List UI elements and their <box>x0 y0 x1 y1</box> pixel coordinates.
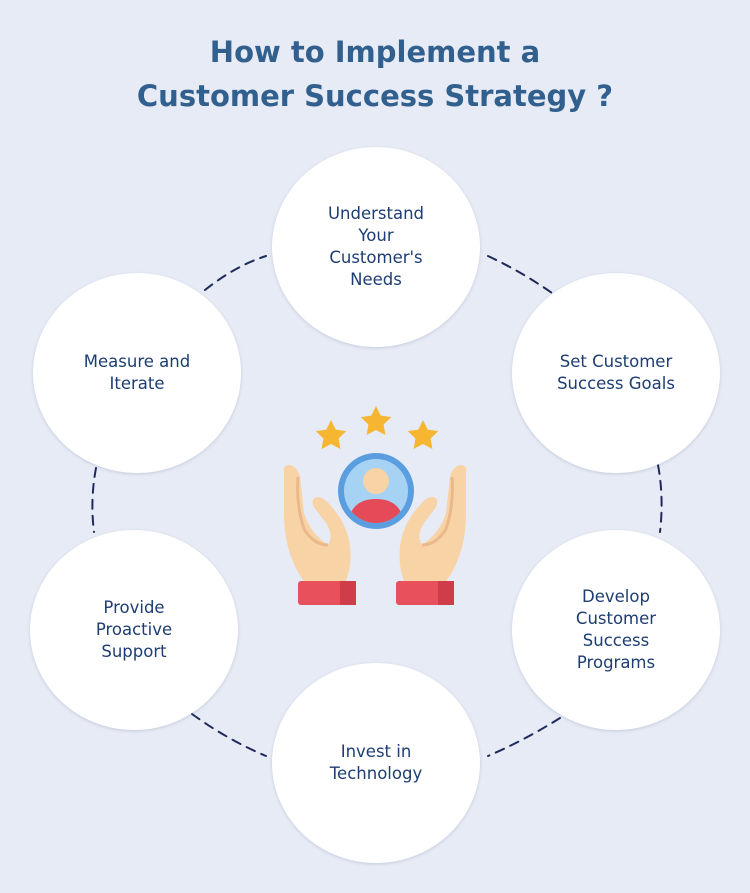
step-label: Set Customer Success Goals <box>557 352 675 393</box>
connector-bottom-left <box>191 713 267 757</box>
connector-top-left <box>204 255 267 291</box>
connector-bottom-right <box>487 717 561 757</box>
customer-avatar-icon <box>338 453 414 529</box>
diagram-title: How to Implement a Customer Success Stra… <box>0 30 750 118</box>
step-set-success-goals: Set Customer Success Goals <box>512 273 720 473</box>
connector-top-right <box>487 255 553 294</box>
star-icon <box>315 420 347 449</box>
connector-left <box>91 467 97 533</box>
connector-right <box>657 464 663 533</box>
rating-stars-icon <box>315 406 439 449</box>
step-develop-success-programs: Develop Customer Success Programs <box>512 530 720 730</box>
step-label: Provide Proactive Support <box>95 598 173 661</box>
title-line-2: Customer Success Strategy ? <box>136 79 614 113</box>
step-label: Measure and Iterate <box>83 352 191 393</box>
step-understand-customer-needs: Understand Your Customer's Needs <box>272 147 480 347</box>
step-provide-proactive-support: Provide Proactive Support <box>30 530 238 730</box>
right-hand-icon <box>396 465 467 605</box>
star-icon <box>407 420 439 449</box>
step-label: Understand Your Customer's Needs <box>327 204 425 289</box>
step-invest-in-technology: Invest in Technology <box>272 663 480 863</box>
step-label: Invest in Technology <box>329 742 423 783</box>
hands-holding-customer-icon <box>283 406 467 605</box>
title-line-1: How to Implement a <box>209 35 541 69</box>
star-icon <box>360 406 392 435</box>
step-label: Develop Customer Success Programs <box>575 587 657 672</box>
step-measure-and-iterate: Measure and Iterate <box>33 273 241 473</box>
left-hand-icon <box>283 465 356 605</box>
